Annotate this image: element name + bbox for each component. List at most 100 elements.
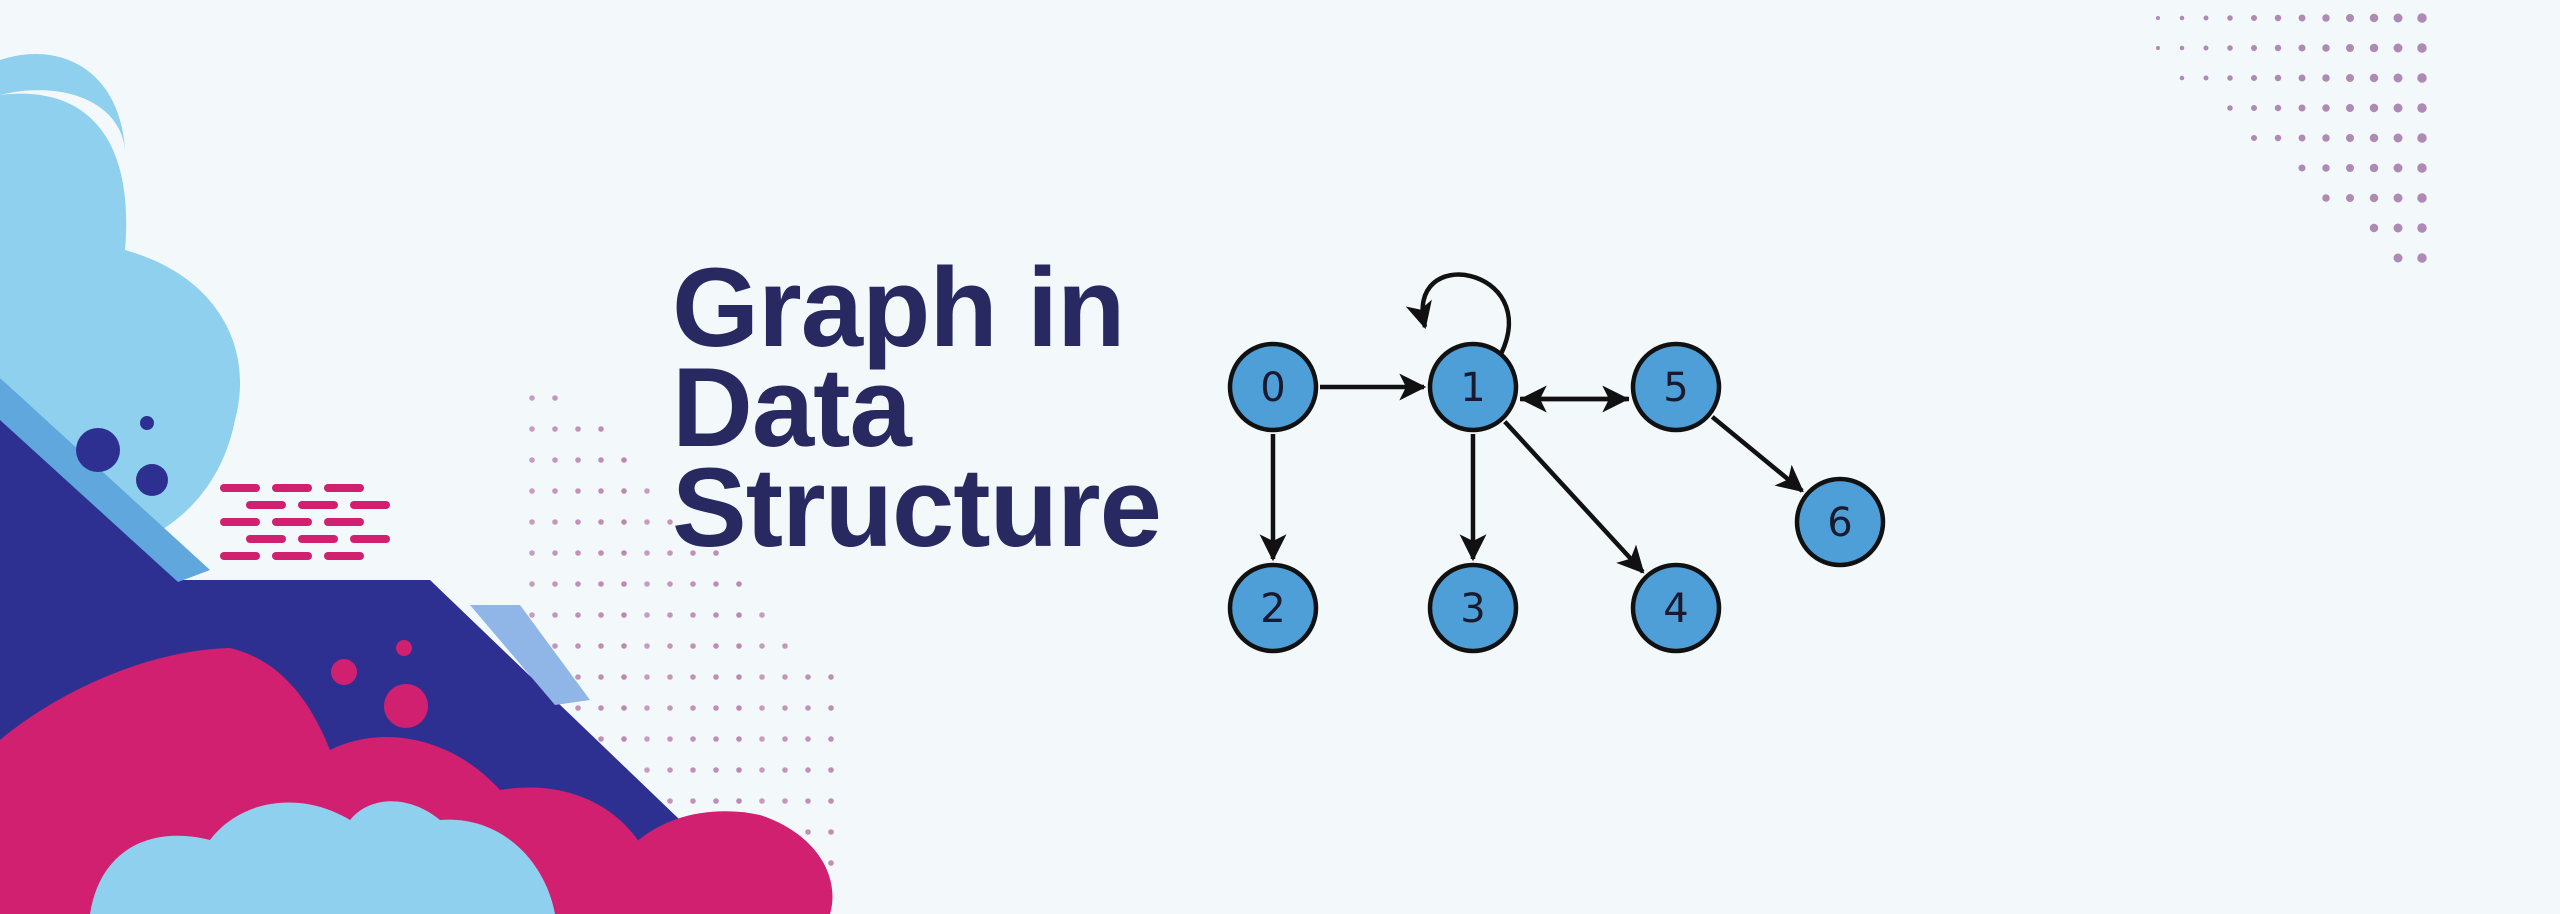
decor-dot [2369, 73, 2379, 83]
decor-dash [220, 552, 260, 560]
decor-dot [690, 643, 696, 649]
magenta-wave-hill [600, 811, 833, 914]
decor-dot [2251, 15, 2257, 21]
graph-node-1 [1427, 341, 1519, 433]
decor-dot [667, 643, 673, 649]
decor-dot [713, 612, 719, 618]
decor-dot [2274, 74, 2282, 82]
decor-dot [759, 798, 765, 804]
decor-dot [2322, 134, 2330, 142]
decor-dot [2346, 14, 2354, 22]
decor-dot [736, 767, 742, 773]
decor-dot [644, 519, 650, 525]
decor-dot [805, 767, 811, 773]
decor-dash [350, 535, 390, 543]
decor-dot [828, 798, 834, 804]
decor-bubble [76, 428, 120, 472]
decor-dot [575, 426, 581, 432]
decor-dash [324, 518, 364, 526]
decor-dot [575, 488, 581, 494]
decor-dot [552, 488, 558, 494]
decor-dot [575, 519, 581, 525]
decor-dot [529, 457, 535, 463]
graph-node-5 [1630, 341, 1722, 433]
decor-dot [667, 612, 673, 618]
graph-node-label-4: 4 [1663, 586, 1688, 632]
decor-dot [2322, 74, 2330, 82]
decor-dot [621, 643, 627, 649]
decor-dash [272, 552, 312, 560]
decor-dot [2417, 43, 2427, 53]
decor-dot [575, 550, 581, 556]
decor-dot [598, 519, 604, 525]
decor-dot [690, 581, 696, 587]
decor-dot [2393, 133, 2403, 143]
decor-dot [2346, 164, 2354, 172]
light-stripe-small [470, 605, 590, 705]
decor-dot [598, 550, 604, 556]
decor-dot [690, 674, 696, 680]
decor-dot [621, 736, 627, 742]
decor-dot [552, 457, 558, 463]
edge-1-4 [1503, 420, 1645, 574]
decor-dot [621, 488, 627, 494]
decor-dot [690, 550, 696, 556]
decor-dot [2369, 163, 2379, 173]
decor-dot [2393, 43, 2403, 53]
decor-dot [2322, 104, 2330, 112]
graph-node-0 [1227, 341, 1319, 433]
decor-dot [529, 395, 535, 401]
decor-dot [552, 581, 558, 587]
decor-dot [2298, 44, 2306, 52]
decor-dot [575, 612, 581, 618]
decor-dot [2417, 223, 2427, 233]
title-line-2: Data [672, 345, 912, 470]
decor-dot [782, 643, 788, 649]
decor-dot [2227, 45, 2233, 51]
decor-dot [736, 612, 742, 618]
decor-dot [2393, 223, 2403, 233]
decor-dot [2393, 253, 2403, 263]
decor-dot [782, 798, 788, 804]
decor-dot [2179, 15, 2185, 21]
decor-dot [736, 798, 742, 804]
decor-dot [782, 674, 788, 680]
decor-dot [598, 457, 604, 463]
decor-dash [220, 518, 260, 526]
decor-dash [220, 484, 260, 492]
decor-dot [621, 581, 627, 587]
graph-node-label-3: 3 [1460, 586, 1485, 632]
decor-dot [2346, 44, 2354, 52]
decor-dot [759, 643, 765, 649]
decor-dot [644, 705, 650, 711]
decor-dot [736, 705, 742, 711]
decor-dot [598, 488, 604, 494]
decor-dot [2322, 14, 2330, 22]
decor-dot [713, 581, 719, 587]
decor-bubble [136, 464, 168, 496]
decor-dash [298, 535, 338, 543]
decor-dot [805, 798, 811, 804]
decor-dot [2393, 13, 2403, 23]
decor-dot [713, 767, 719, 773]
decor-dot [2203, 75, 2209, 81]
decor-dot [690, 612, 696, 618]
decor-dot [644, 488, 650, 494]
decor-dot [529, 426, 535, 432]
decor-dash [324, 552, 364, 560]
decor-dot [552, 612, 558, 618]
decor-dot [2369, 223, 2379, 233]
decor-dot [575, 674, 581, 680]
decor-dot [598, 736, 604, 742]
decor-dot [828, 767, 834, 773]
decor-dot [644, 612, 650, 618]
graph-node-6 [1794, 476, 1886, 568]
decor-dot [713, 798, 719, 804]
decor-dot [828, 736, 834, 742]
decor-dot [736, 674, 742, 680]
decor-dash [272, 484, 312, 492]
decor-dot [2274, 134, 2282, 142]
graph-node-label-6: 6 [1827, 500, 1852, 546]
decor-dot [2179, 45, 2185, 51]
decor-dot [2393, 163, 2403, 173]
